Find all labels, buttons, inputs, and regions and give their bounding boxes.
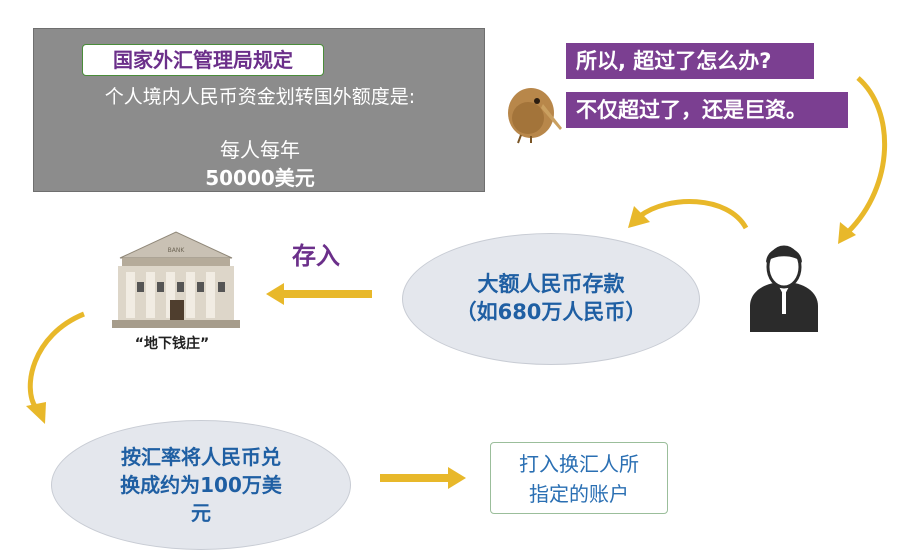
curve-arrow-to-exchange: [27, 311, 85, 410]
arrow-to-bank-head: [266, 283, 284, 305]
arrow-to-account-head: [448, 467, 466, 489]
arrow-to-account-shaft: [380, 474, 448, 482]
account-line-2: 指定的账户: [529, 482, 629, 506]
bank-building-icon: BANK: [112, 231, 240, 328]
account-line-1: 打入换汇人所: [519, 452, 639, 476]
deposit-line-2: （如680万人民币）: [455, 300, 647, 324]
curve-arrow-to-person: [846, 76, 887, 234]
arrowhead-to-deposit: [628, 206, 650, 228]
deposit-action-label: 存入: [292, 242, 340, 270]
arrow-to-bank-shaft: [282, 290, 372, 298]
bank-sign-text: BANK: [168, 247, 186, 254]
curve-arrow-to-deposit: [638, 199, 749, 230]
regulation-amount-text: 50000美元: [205, 166, 315, 190]
regulation-period-text: 每人每年: [220, 138, 300, 162]
regulation-title: 国家外汇管理局规定: [82, 44, 324, 76]
exchange-line-1: 按汇率将人民币兑: [121, 445, 281, 469]
answer-banner: 不仅超过了，还是巨资。: [566, 92, 848, 128]
exchange-ellipse: 按汇率将人民币兑 换成约为100万美 元: [51, 420, 351, 550]
kiwi-bird-icon: [508, 88, 562, 144]
deposit-ellipse: 大额人民币存款 （如680万人民币）: [402, 233, 700, 365]
person-icon: [750, 245, 818, 332]
deposit-line-1: 大额人民币存款: [477, 272, 625, 296]
regulation-quota-text: 个人境内人民币资金划转国外额度是:: [104, 86, 416, 108]
exchange-line-2: 换成约为100万美: [120, 473, 282, 497]
exchange-line-3: 元: [191, 501, 211, 525]
arrowhead-to-person: [838, 222, 856, 244]
question-banner: 所以, 超过了怎么办?: [566, 43, 814, 79]
account-box: 打入换汇人所 指定的账户: [490, 442, 668, 514]
bank-label: “地下钱庄”: [113, 333, 231, 355]
arrowhead-to-exchange: [26, 402, 46, 424]
